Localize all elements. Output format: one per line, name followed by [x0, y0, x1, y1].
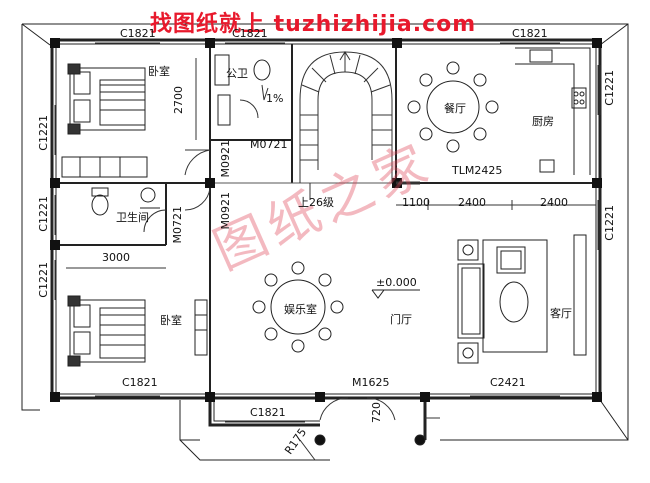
porch-column	[414, 434, 426, 446]
room-label-living: 客厅	[550, 307, 572, 320]
window-label: C1221	[37, 196, 50, 232]
site-banner: 找图纸就上 tuzhizhijia.com	[150, 12, 477, 37]
room-label-dining: 餐厅	[444, 102, 466, 115]
room-label-kitchen: 厨房	[532, 115, 554, 128]
room-label-public-wc: 公卫	[226, 67, 248, 80]
elevation-mark	[371, 289, 420, 299]
window-label: C1821	[122, 376, 158, 389]
door-label: M0921	[219, 140, 232, 178]
kitchen-counter	[515, 47, 591, 175]
room-label-bedroom-bottom: 卧室	[160, 314, 182, 327]
door-label: M1625	[352, 376, 390, 389]
wc-fixtures	[91, 54, 271, 216]
bed-bottom	[67, 295, 146, 367]
door-label: M0721	[250, 138, 288, 151]
window-label: C1821	[232, 27, 268, 40]
window-label: C1221	[603, 70, 616, 106]
door-label: TLM2425	[452, 164, 503, 177]
dimension-label: 720	[370, 402, 383, 423]
window-label: C1821	[250, 406, 286, 419]
porch-eave	[179, 400, 330, 461]
window-marks	[52, 40, 601, 423]
window-label: C1221	[37, 115, 50, 151]
elevation-label: ±0.000	[376, 276, 417, 289]
stair-note: 上26级	[298, 196, 334, 209]
window-label: C1821	[120, 27, 156, 40]
window-label: C1221	[37, 262, 50, 298]
room-label-entertainment: 娱乐室	[284, 303, 317, 316]
dimension-label: 2400	[458, 196, 486, 209]
wardrobe	[61, 156, 208, 356]
dining-table	[407, 61, 499, 153]
round-table	[252, 261, 344, 353]
window-label: C2421	[490, 376, 526, 389]
door-label: M0721	[171, 206, 184, 244]
room-label-bedroom-top: 卧室	[148, 65, 170, 78]
doors	[143, 99, 420, 421]
dimension-label: 3000	[102, 251, 130, 264]
eave-line	[22, 23, 629, 441]
bed-top	[67, 63, 146, 135]
dimension-lines	[66, 58, 596, 461]
dimension-label: 1100	[402, 196, 430, 209]
window-label: C1821	[512, 27, 548, 40]
slope-note: 1%	[266, 92, 284, 105]
sofa-set	[457, 234, 587, 364]
dimension-label: 2400	[540, 196, 568, 209]
room-label-entrance: 门厅	[390, 313, 412, 326]
porch-wall	[208, 398, 320, 427]
eave-line	[21, 24, 40, 411]
door-label: M0921	[219, 192, 232, 230]
room-label-bathroom: 卫生间	[116, 211, 149, 224]
staircase	[299, 51, 393, 183]
dimension-label: 2700	[172, 86, 185, 114]
window-label: C1221	[603, 205, 616, 241]
porch-column	[314, 434, 326, 446]
